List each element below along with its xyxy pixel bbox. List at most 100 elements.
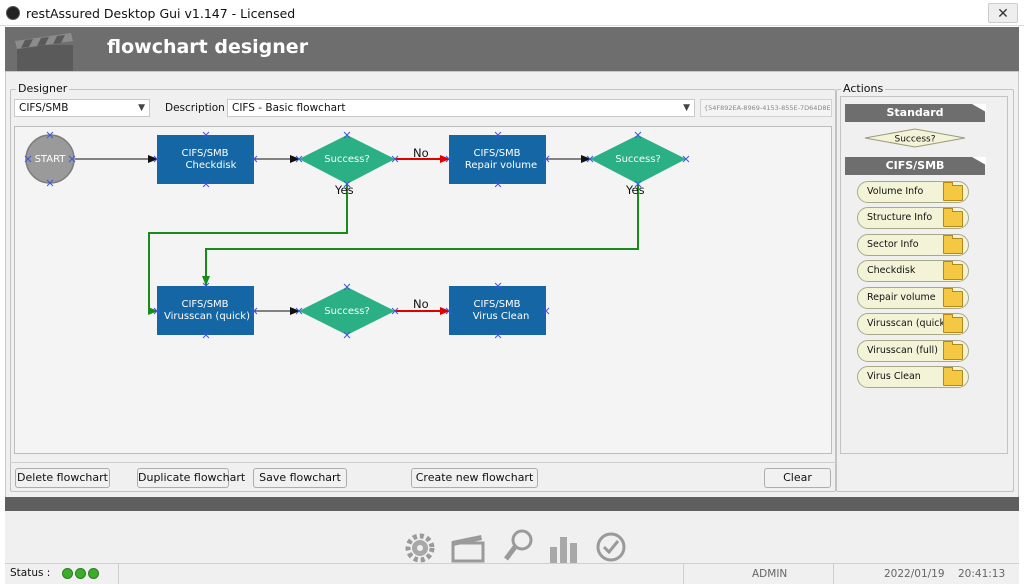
actions-group-label: Actions — [841, 82, 886, 95]
task-node-label: Repair volume — [465, 160, 537, 171]
page-title: flowchart designer — [107, 36, 309, 58]
category-select[interactable]: CIFS/SMB ▼ — [14, 99, 150, 117]
palette-item-volume-info[interactable]: Volume Info — [857, 181, 969, 203]
flowchart-canvas[interactable]: START CIFS/SMB Checkdisk Success? CIFS/S… — [14, 126, 832, 454]
window-title: restAssured Desktop Gui v1.147 - License… — [26, 6, 296, 21]
chevron-down-icon: ▼ — [683, 103, 690, 113]
palette-item-label: Sector Info — [867, 239, 919, 250]
task-node-label: Virusscan (quick) — [164, 311, 250, 322]
status-bar: Status : ADMIN 2022/01/19 20:41:13 — [5, 563, 1019, 584]
palette-section-cifs-smb[interactable]: CIFS/SMB — [845, 157, 986, 175]
start-node-label: START — [35, 154, 67, 165]
clock-check-icon[interactable] — [593, 529, 629, 565]
edge-success1-yes-to-virusscan — [148, 184, 348, 315]
folder-icon — [943, 235, 963, 254]
clear-button[interactable]: Clear — [764, 468, 831, 488]
palette-item-label: Repair volume — [867, 292, 936, 303]
edge-success2-yes-to-virusscan — [202, 184, 639, 286]
task-node-label: Checkdisk — [186, 160, 237, 171]
folder-icon — [943, 288, 963, 307]
category-select-value: CIFS/SMB — [19, 102, 69, 114]
page-header: flowchart designer — [5, 27, 1019, 71]
status-date: 2022/01/19 — [884, 568, 945, 580]
magnifier-icon[interactable] — [502, 527, 536, 565]
edge-label-no: No — [413, 146, 429, 160]
decision-node-success-3: Success? — [299, 287, 395, 335]
palette-item-label: Virusscan (quick) — [867, 318, 949, 329]
status-indicator — [62, 568, 73, 579]
window-title-bar: restAssured Desktop Gui v1.147 - License… — [0, 0, 1024, 26]
task-node-category: CIFS/SMB — [181, 148, 228, 159]
close-window-button[interactable]: ✕ — [988, 3, 1018, 23]
palette-decision-label: Success? — [894, 135, 935, 145]
status-indicator — [88, 568, 99, 579]
save-flowchart-button[interactable]: Save flowchart — [253, 468, 347, 488]
palette-item-label: Volume Info — [867, 186, 924, 197]
status-time: 20:41:13 — [958, 568, 1006, 580]
palette-decision-item[interactable]: Success? — [863, 127, 967, 149]
description-select[interactable]: CIFS - Basic flowchart ▼ — [227, 99, 695, 117]
task-node-label: Virus Clean — [473, 311, 530, 322]
task-node-virusscan-quick: CIFS/SMB Virusscan (quick) — [157, 286, 254, 335]
palette-item-repair-volume[interactable]: Repair volume — [857, 287, 969, 309]
create-new-flowchart-button[interactable]: Create new flowchart — [411, 468, 538, 488]
duplicate-flowchart-button[interactable]: Duplicate flowchart — [137, 468, 245, 488]
start-node: START — [25, 134, 75, 184]
app-logo-icon — [6, 6, 20, 20]
status-cell-user: ADMIN — [683, 564, 833, 584]
palette-section-standard[interactable]: Standard — [845, 104, 986, 122]
folder-icon — [943, 314, 963, 333]
current-user: ADMIN — [752, 568, 788, 580]
palette-item-virusscan-full[interactable]: Virusscan (full) — [857, 340, 969, 362]
palette-item-virus-clean[interactable]: Virus Clean — [857, 366, 969, 388]
palette-item-sector-info[interactable]: Sector Info — [857, 234, 969, 256]
status-indicator — [75, 568, 86, 579]
designer-group-label: Designer — [16, 82, 70, 95]
clapperboard-icon — [15, 33, 73, 71]
description-select-value: CIFS - Basic flowchart — [232, 102, 346, 114]
task-node-category: CIFS/SMB — [473, 148, 520, 159]
actions-palette: Standard Success? CIFS/SMB Volume Info S… — [840, 96, 1008, 454]
status-label: Status : — [10, 567, 51, 579]
folder-icon — [943, 341, 963, 360]
decision-node-success-2: Success? — [590, 135, 686, 184]
edge-label-yes: Yes — [334, 183, 354, 197]
task-node-virus-clean: CIFS/SMB Virus Clean — [449, 286, 546, 335]
description-label: Description — [165, 102, 225, 114]
palette-item-label: Virusscan (full) — [867, 345, 938, 356]
chevron-down-icon: ▼ — [138, 103, 145, 113]
folder-icon — [943, 208, 963, 227]
task-node-category: CIFS/SMB — [473, 299, 520, 310]
clapperboard-icon[interactable] — [449, 531, 489, 563]
palette-item-label: Virus Clean — [867, 371, 921, 382]
decision-node-success-1: Success? — [299, 135, 395, 184]
task-node-checkdisk: CIFS/SMB Checkdisk — [157, 135, 254, 184]
folder-icon — [943, 261, 963, 280]
flowchart-guid-field: {54F892EA-8969-4153-855E-7D64D8E — [700, 99, 832, 117]
decision-node-label: Success? — [324, 306, 370, 317]
palette-item-checkdisk[interactable]: Checkdisk — [857, 260, 969, 282]
flowchart-diagram: START CIFS/SMB Checkdisk Success? CIFS/S… — [24, 131, 690, 339]
folder-icon — [943, 182, 963, 201]
section-divider — [5, 497, 1019, 511]
gear-icon[interactable] — [403, 531, 437, 565]
palette-item-label: Structure Info — [867, 212, 933, 223]
delete-flowchart-button[interactable]: Delete flowchart — [15, 468, 110, 488]
decision-node-label: Success? — [324, 154, 370, 165]
task-node-category: CIFS/SMB — [181, 299, 228, 310]
decision-node-label: Success? — [615, 154, 661, 165]
bar-chart-icon[interactable] — [546, 531, 582, 565]
palette-item-structure-info[interactable]: Structure Info — [857, 207, 969, 229]
designer-group — [10, 89, 836, 492]
connection-handles — [24, 131, 690, 339]
palette-item-label: Checkdisk — [867, 265, 916, 276]
status-cell-datetime: 2022/01/19 20:41:13 — [833, 564, 1019, 584]
task-node-repair-volume: CIFS/SMB Repair volume — [449, 135, 546, 184]
edge-label-no: No — [413, 297, 429, 311]
folder-icon — [943, 367, 963, 386]
edge-label-yes: Yes — [625, 183, 645, 197]
status-cell — [118, 564, 347, 584]
actions-group — [836, 89, 1014, 492]
divider — [10, 462, 836, 463]
palette-item-virusscan-quick[interactable]: Virusscan (quick) — [857, 313, 969, 335]
